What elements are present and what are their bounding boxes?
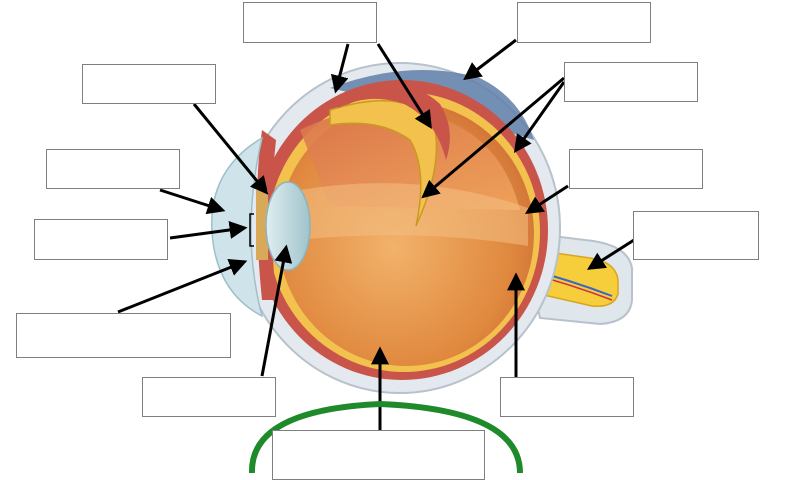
label-box-bottom-left[interactable] [142,377,276,417]
label-box-left-3[interactable] [34,219,168,260]
label-box-right-3[interactable] [633,211,759,260]
label-box-top-right[interactable] [517,2,651,43]
arrow-top-right [463,38,517,81]
arrow-top-center-b [376,43,432,130]
label-box-left-4[interactable] [16,313,231,358]
label-box-left-2[interactable] [46,149,180,189]
arrow-top-center-a [330,43,350,94]
arrow-right-1-a [421,76,565,199]
label-box-left-1[interactable] [82,64,216,104]
label-box-right-2[interactable] [569,149,703,189]
arrow-right-3 [586,238,635,270]
label-box-bottom-center[interactable] [272,430,485,480]
iris [256,190,268,260]
arrow-bottom-left [260,244,293,377]
cut-plane [296,183,528,246]
label-box-top-center[interactable] [243,2,377,43]
choroid-flap [338,84,450,160]
highlight-circle [248,400,523,473]
arrow-right-2 [524,184,569,214]
arrow-left-2 [159,188,226,215]
arrow-left-1 [192,103,269,195]
label-box-bottom-right[interactable] [500,377,634,417]
pupil-bracket [249,213,254,247]
arrow-left-3 [169,221,248,240]
arrow-left-4 [117,258,248,314]
lens [265,181,311,271]
arrow-right-1-b [513,81,566,153]
label-box-right-1[interactable] [564,62,698,102]
arrows [117,38,635,430]
